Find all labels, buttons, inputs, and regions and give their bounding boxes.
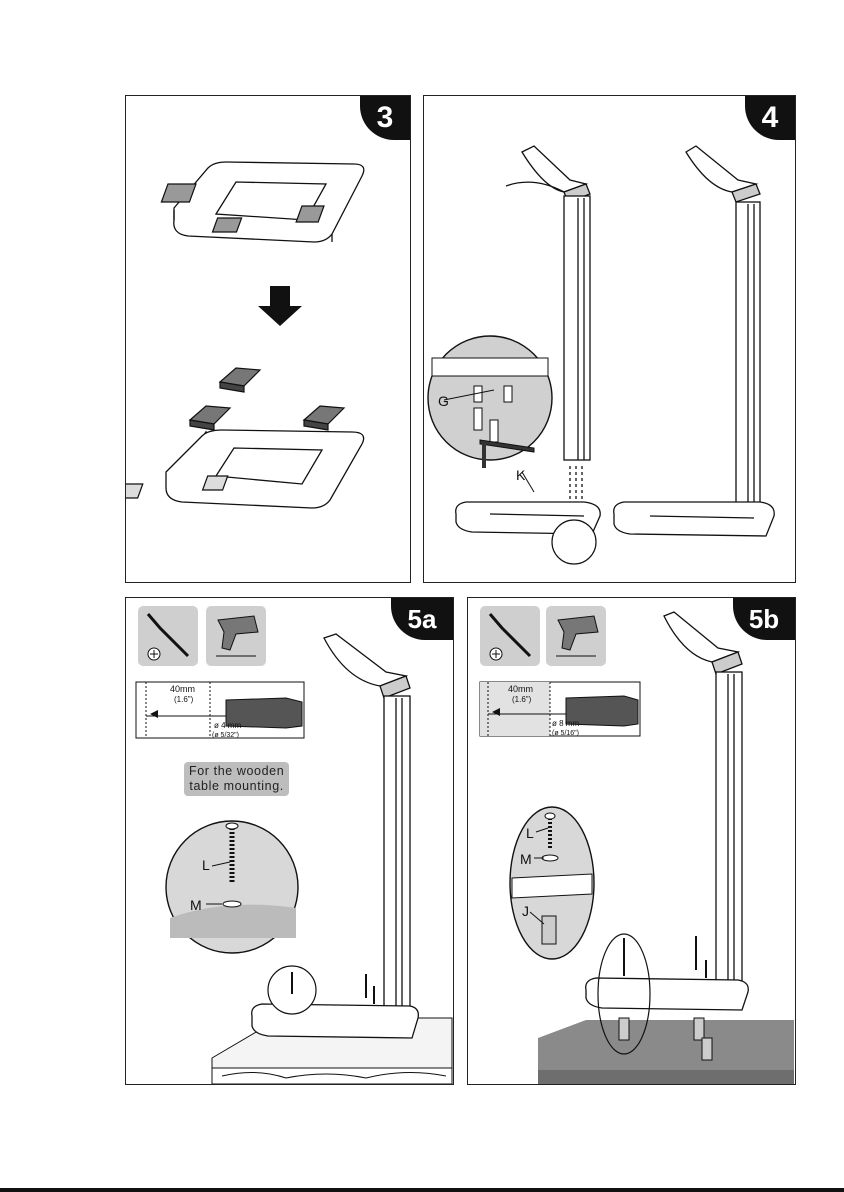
label-g: G [438, 393, 449, 409]
note-line-2: table mounting. [189, 779, 284, 794]
anchor-j-icon [542, 916, 556, 944]
depth-label: 40mm [508, 684, 533, 694]
drill-tile [546, 606, 606, 666]
step-4-illustration: G K [424, 96, 795, 582]
lamp-5a [324, 634, 410, 1012]
bit-inch-label: (ø 5/16") [552, 730, 579, 737]
depth-label: 40mm [170, 684, 195, 694]
lamp-base-5b [586, 978, 749, 1010]
lamp-base-bottom [126, 430, 364, 508]
bit-label: ø 4 mm [214, 721, 241, 730]
lamp-left [506, 146, 590, 516]
label-j: J [522, 903, 529, 919]
concrete-surface [538, 1020, 794, 1070]
depth-inch-label: (1.6") [512, 695, 532, 704]
bit-label: ø 8 mm [552, 719, 579, 728]
label-k: K [516, 467, 526, 483]
bit-inch-label: (ø 5/32") [212, 732, 239, 739]
step-4-panel: 4 G K [423, 95, 796, 583]
down-arrow-icon [258, 286, 302, 326]
step-5a-panel: 5a 40mm (1.6") ø 4 mm (ø 5/32") L M [125, 597, 454, 1085]
note-line-1: For the wooden [189, 764, 284, 779]
step-3-illustration [126, 96, 410, 582]
cover-caps [190, 368, 344, 430]
washer-m-icon [542, 855, 558, 861]
depth-inch-label: (1.6") [174, 695, 194, 704]
wooden-table-note: For the wooden table mounting. [184, 762, 289, 796]
label-l: L [526, 825, 534, 841]
step-5b-illustration: 40mm (1.6") ø 8 mm (ø 5/16") L M J [468, 598, 795, 1084]
hex-wrench-icon [482, 442, 486, 468]
step-5a-illustration: 40mm (1.6") ø 4 mm (ø 5/32") L M [126, 598, 453, 1084]
drill-tile [206, 606, 266, 666]
lamp-base-right [614, 502, 775, 536]
step-5b-panel: 5b 40mm (1.6") ø 8 mm (ø 5/16") L M J [467, 597, 796, 1085]
lamp-5b [664, 612, 742, 990]
label-m: M [520, 851, 532, 867]
washer-m-icon [223, 901, 241, 907]
lamp-base-top [161, 162, 363, 242]
label-m: M [190, 897, 202, 913]
small-zoom-circle [552, 520, 596, 564]
lamp-right [686, 146, 760, 506]
zoom-detail-circle [428, 336, 552, 492]
label-l: L [202, 857, 210, 873]
page-bottom-rule [0, 1188, 844, 1192]
wood-tabletop [212, 1068, 452, 1084]
step-3-panel: 3 [125, 95, 411, 583]
